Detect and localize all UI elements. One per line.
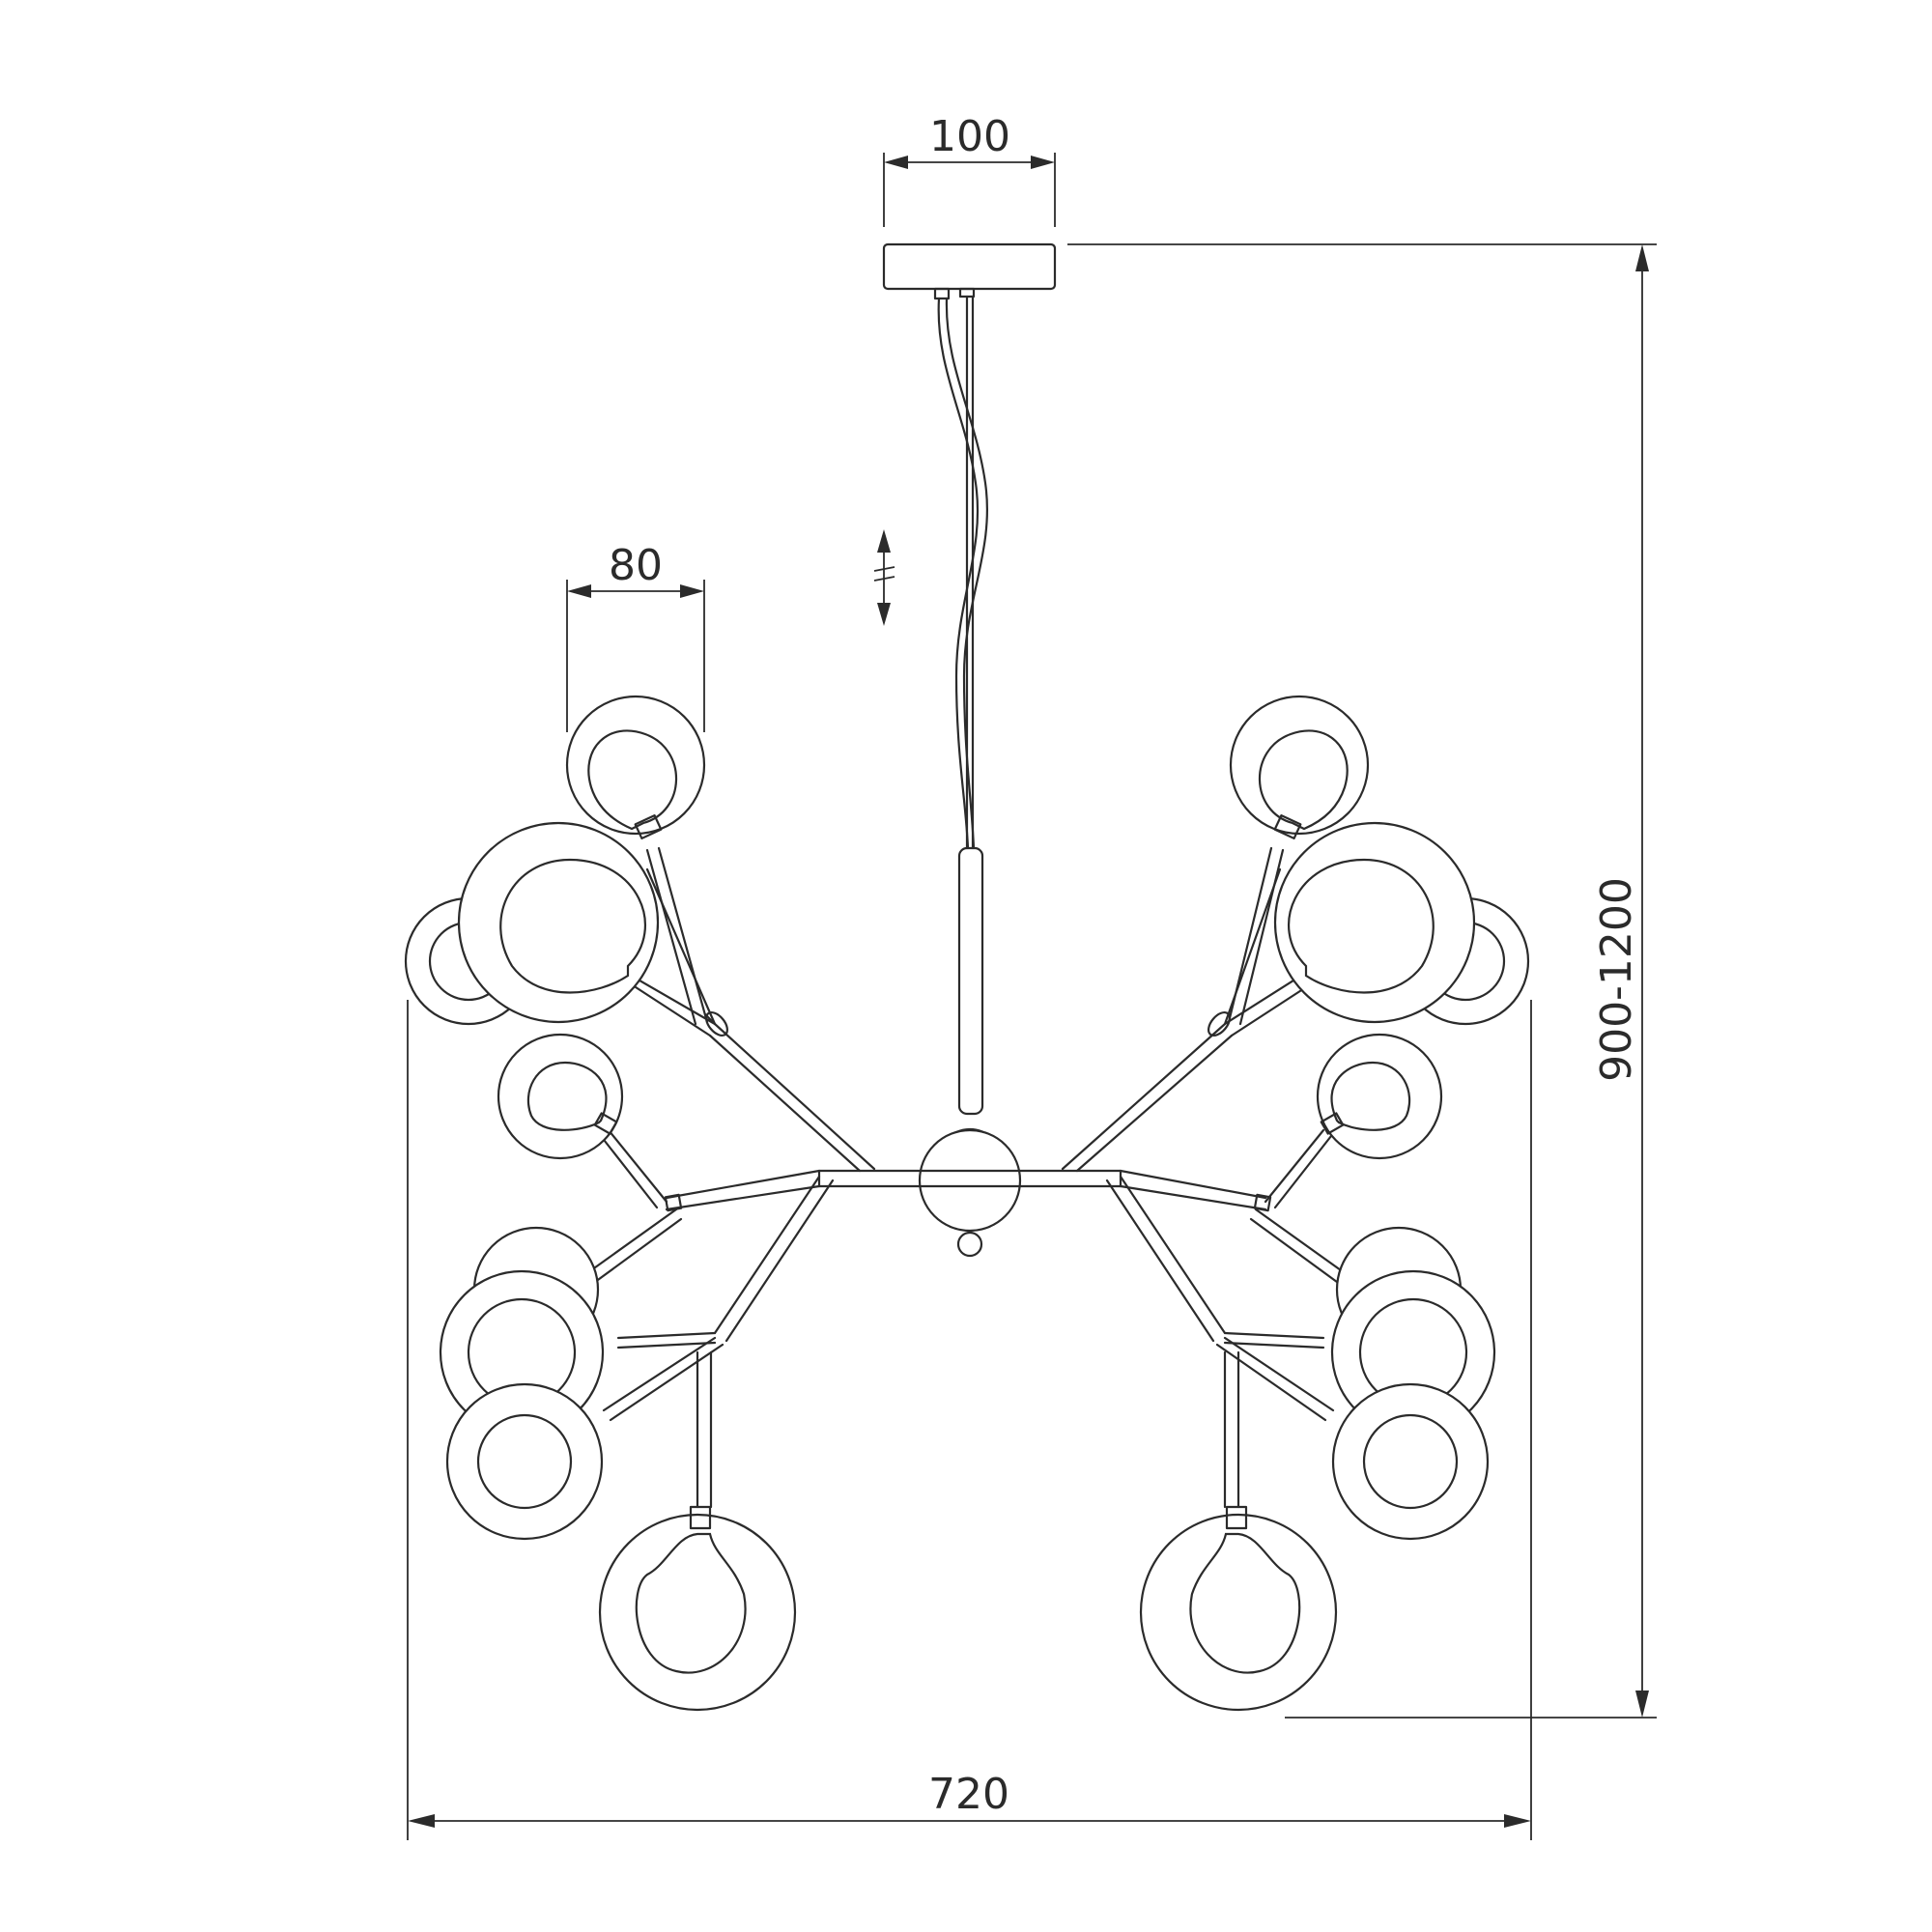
- globe-shade: [1273, 821, 1476, 1024]
- height-range-label: 900-1200: [1592, 877, 1641, 1082]
- globe-shade: [565, 695, 706, 839]
- height-dimension: 900-1200: [1067, 243, 1657, 1719]
- adjustable-height-icon: [873, 529, 895, 626]
- globe-shade: [445, 1382, 604, 1541]
- power-cord: [937, 297, 989, 850]
- globe-shade: [1331, 1382, 1490, 1541]
- globe-shades-right: [1139, 695, 1530, 1712]
- globe-shades-left: [404, 695, 797, 1712]
- canopy-width-dimension: 100: [883, 112, 1056, 227]
- globe-shade: [1139, 1505, 1338, 1712]
- globe-diameter-dimension: 80: [566, 541, 705, 732]
- globe-shade: [1229, 695, 1370, 839]
- rod-sleeve: [957, 846, 984, 1116]
- globe-shade: [497, 1033, 624, 1160]
- globe-shade: [1316, 1033, 1443, 1160]
- central-hub: [918, 1127, 1022, 1258]
- ceiling-canopy: [882, 242, 1057, 300]
- total-width-dimension: 720: [407, 1000, 1532, 1840]
- total-width-label: 720: [928, 1770, 1009, 1819]
- globe-shade: [598, 1505, 797, 1712]
- frame-arms: [582, 846, 1350, 1509]
- globe-diameter-label: 80: [609, 541, 663, 590]
- globe-shade: [457, 821, 660, 1024]
- canopy-width-label: 100: [929, 112, 1010, 161]
